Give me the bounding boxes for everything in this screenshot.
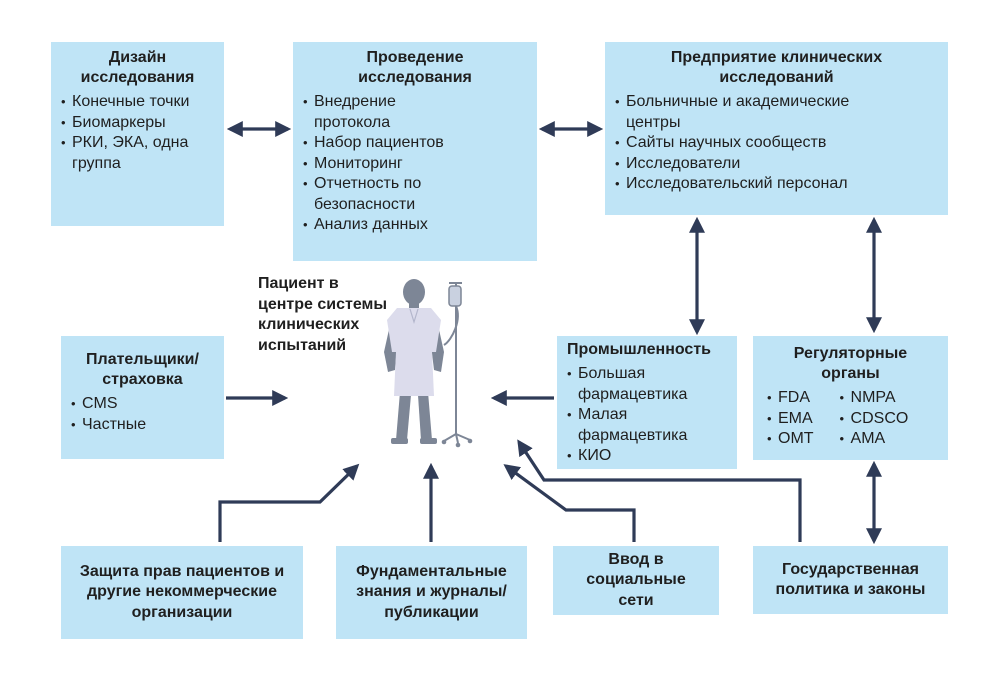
list-item: Биомаркеры (61, 113, 214, 134)
industry-title: Промышленность (567, 341, 711, 358)
list-item: Больничные и академические центры (615, 92, 898, 133)
arrow-social-patient (503, 464, 636, 542)
study-design-box: Дизайн исследования Конечные точки Биома… (51, 42, 224, 226)
industry-box: Промышленность Большая фармацевтика Мала… (557, 336, 737, 469)
list-item: EMA (767, 409, 814, 430)
government-policy-box: Государственная политика и законы (753, 546, 948, 614)
payers-list: CMS Частные (71, 394, 214, 435)
list-item: ОМТ (767, 429, 814, 450)
list-item: Большая фармацевтика (567, 364, 727, 405)
list-item: CDSCO (840, 409, 909, 430)
list-item: Внедрение протокола (303, 92, 467, 133)
list-item: NMPA (840, 388, 909, 409)
list-item: КИО (567, 446, 727, 467)
list-item: AMA (840, 429, 909, 450)
clinical-enterprise-title: Предприятие клинических исследований (670, 49, 883, 86)
arrow-advocacy-patient (218, 463, 360, 542)
payers-box: Плательщики/ страховка CMS Частные (61, 336, 224, 459)
list-item: Исследователи (615, 154, 898, 175)
study-conduct-box: Проведение исследования Внедрение проток… (293, 42, 537, 261)
list-item: CMS (71, 394, 214, 415)
list-item: Мониторинг (303, 154, 467, 175)
payers-title: Плательщики/ страховка (86, 351, 199, 388)
patient-figure-icon (384, 279, 473, 448)
list-item: Набор пациентов (303, 133, 467, 154)
study-design-title: Дизайн исследования (80, 49, 195, 86)
list-item: Конечные точки (61, 92, 214, 113)
list-item: Исследовательский персонал (615, 174, 898, 195)
study-conduct-list: Внедрение протокола Набор пациентов Мони… (303, 92, 527, 236)
list-item: Анализ данных (303, 215, 467, 236)
clinical-enterprise-box: Предприятие клинических исследований Бол… (605, 42, 948, 215)
patient-advocacy-box: Защита прав пациентов и другие некоммерч… (61, 546, 303, 639)
clinical-enterprise-list: Больничные и академические центры Сайты … (615, 92, 938, 195)
patient-center-label: Пациент в центре системы клинических исп… (258, 275, 388, 354)
fundamental-knowledge-box: Фундаментальные знания и журналы/ публик… (336, 546, 527, 639)
list-item: Малая фармацевтика (567, 405, 727, 446)
fundamental-knowledge-title: Фундаментальные знания и журналы/ публик… (356, 562, 507, 621)
study-design-list: Конечные точки Биомаркеры РКИ, ЭКА, одна… (61, 92, 214, 174)
industry-list: Большая фармацевтика Малая фармацевтика … (567, 364, 727, 467)
list-item: FDA (767, 388, 814, 409)
regulators-columns: FDA EMA ОМТ NMPA CDSCO AMA (763, 388, 938, 450)
patient-advocacy-title: Защита прав пациентов и другие некоммерч… (79, 562, 285, 621)
regulators-box: Регуляторные органы FDA EMA ОМТ NMPA CDS… (753, 336, 948, 460)
list-item: Сайты научных сообществ (615, 133, 898, 154)
study-conduct-title: Проведение исследования (358, 49, 472, 86)
social-media-box: Ввод в социальные сети (553, 546, 719, 615)
list-item: Отчетность по безопасности (303, 174, 467, 215)
list-item: РКИ, ЭКА, одна группа (61, 133, 214, 174)
regulators-title: Регуляторные органы (793, 345, 908, 382)
government-policy-title: Государственная политика и законы (775, 560, 926, 599)
list-item: Частные (71, 415, 214, 436)
arrow-policy-patient (517, 439, 802, 542)
regulators-list-right: NMPA CDSCO AMA (840, 388, 909, 450)
regulators-list-left: FDA EMA ОМТ (767, 388, 814, 450)
social-media-title: Ввод в социальные сети (586, 550, 686, 609)
